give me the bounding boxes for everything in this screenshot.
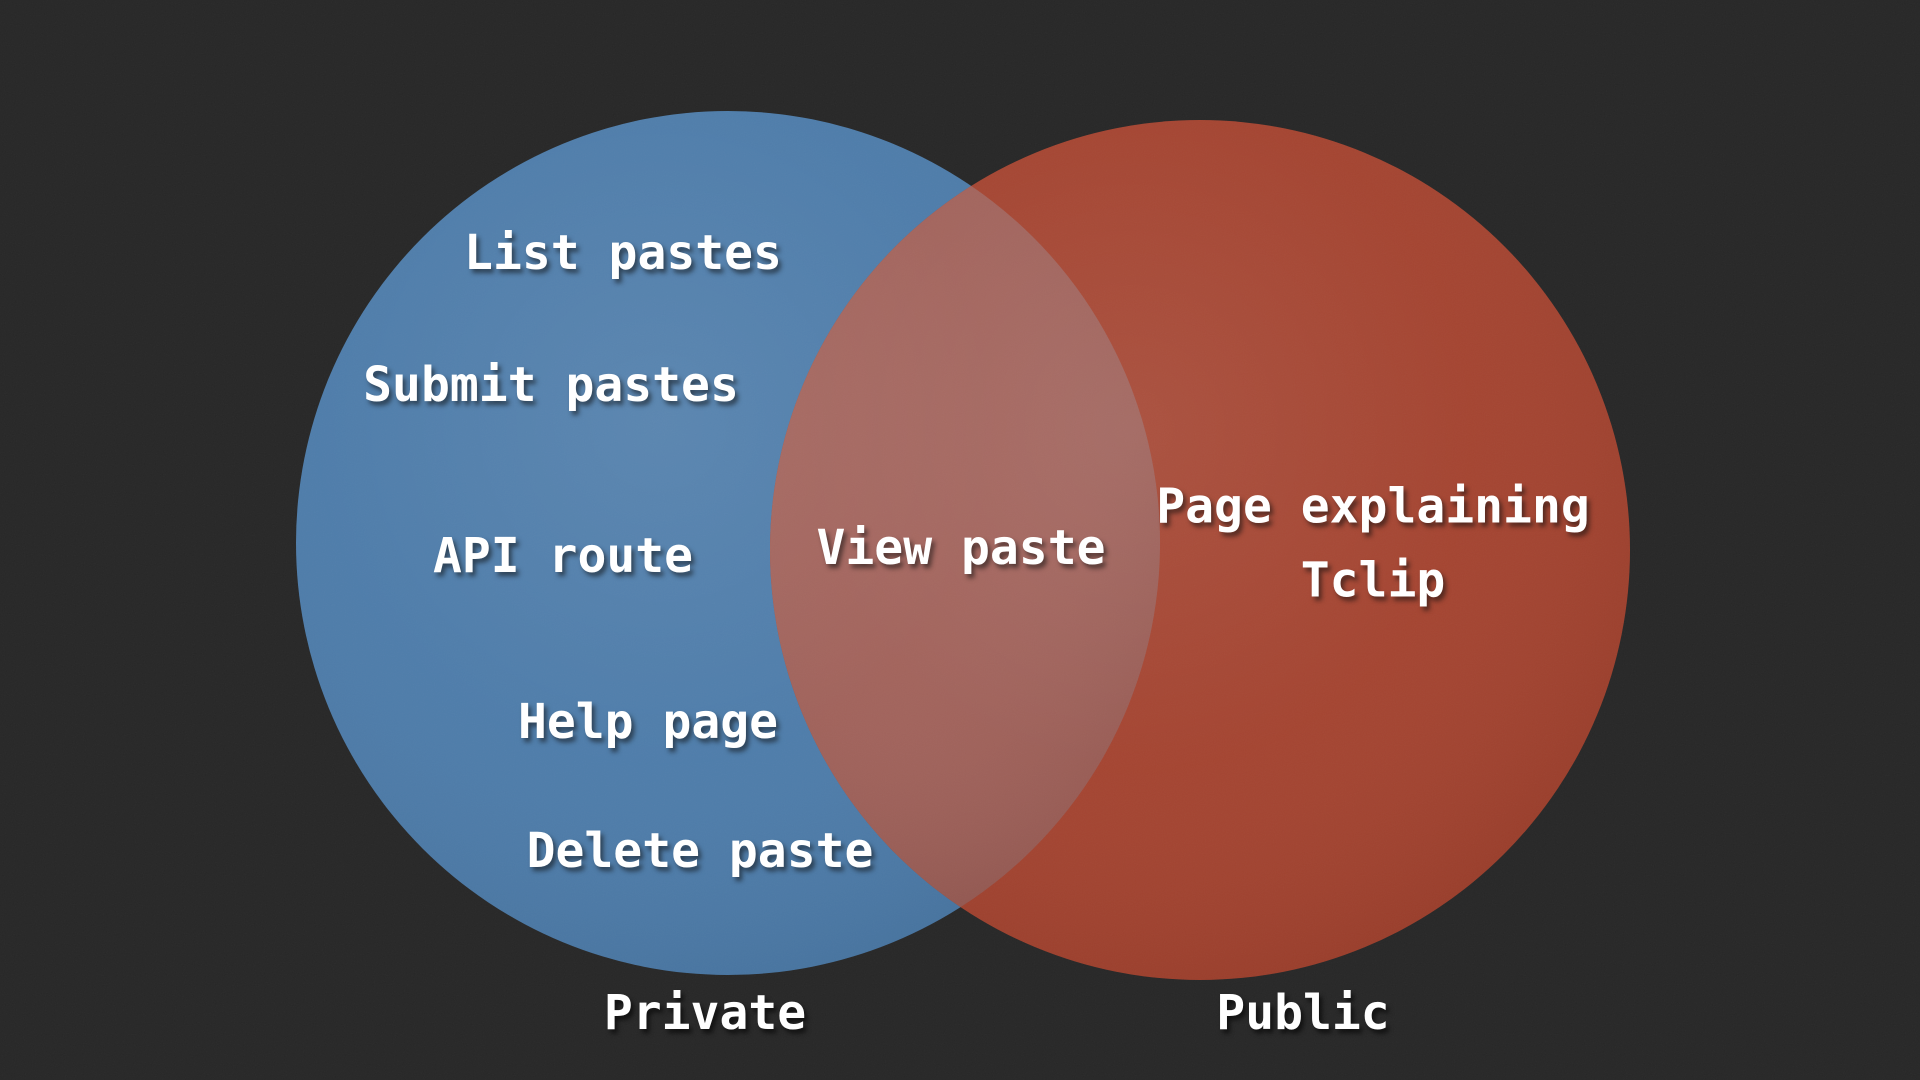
- venn-item-api-route: API route: [432, 527, 694, 584]
- venn-item-page-explaining-tclip: Page explaining Tclip: [1156, 478, 1590, 609]
- set-label-private: Private: [603, 985, 807, 1041]
- venn-item-help-page: Help page: [517, 693, 779, 750]
- set-label-public: Public: [1216, 985, 1390, 1041]
- venn-item-view-paste: View paste: [816, 519, 1106, 576]
- venn-item-submit-pastes: Submit pastes: [363, 356, 739, 413]
- venn-item-list-pastes: List pastes: [464, 224, 782, 281]
- venn-item-delete-paste: Delete paste: [526, 822, 874, 879]
